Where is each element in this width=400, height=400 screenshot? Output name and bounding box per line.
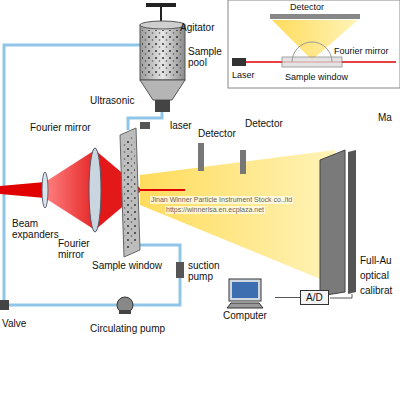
part-label: laser — [170, 120, 192, 131]
inset-panel — [228, 0, 400, 88]
sample-window — [122, 134, 137, 251]
sample-pool — [140, 25, 185, 80]
beam — [0, 182, 45, 198]
part-label: Laser — [232, 70, 255, 80]
beam-expander — [42, 172, 48, 208]
part-label: Ma — [378, 112, 392, 123]
calibrator — [348, 150, 356, 294]
beam — [45, 150, 95, 230]
inset-panel — [282, 57, 342, 67]
agitator — [146, 3, 176, 7]
sample-pool — [140, 80, 185, 100]
sample-pool — [140, 21, 185, 29]
part-label: Circulating pump — [90, 323, 165, 334]
part-label: Sample pool — [188, 46, 228, 68]
sample-pool — [142, 30, 183, 78]
part-label: Detector — [198, 128, 236, 139]
part-label: Sample window — [285, 72, 348, 82]
computer-icon — [223, 278, 267, 310]
valve — [0, 300, 9, 310]
part-label: Valve — [2, 318, 26, 329]
part-label: https://winnerlsa.en.ecplaza.net — [165, 206, 265, 214]
pipes — [128, 112, 162, 130]
part-label: Fourier mirror — [334, 46, 389, 56]
sample-window — [120, 128, 140, 257]
part-label: Detector — [290, 2, 324, 12]
part-label: Fourier mirror — [30, 122, 91, 133]
part-label: Detector — [245, 118, 283, 129]
signal-cable — [275, 297, 300, 298]
inset-panel — [292, 42, 332, 62]
beam — [0, 150, 335, 285]
part-label: Beam expanders — [12, 218, 57, 240]
part-label: suction pump — [188, 260, 228, 282]
inset-panel — [232, 58, 246, 66]
main-detector — [320, 150, 345, 296]
part-label: optical — [360, 270, 389, 281]
suction-pump — [176, 262, 184, 278]
pipes — [138, 245, 180, 262]
inset-panel — [228, 0, 400, 88]
pipes — [133, 278, 180, 305]
converter-box: A/D — [300, 290, 329, 305]
part-label: calibrat — [360, 285, 392, 296]
keyboard — [227, 303, 263, 308]
part-label: Fourier mirror — [58, 238, 98, 260]
beam — [140, 189, 185, 191]
part-label: Full-Au — [360, 255, 392, 266]
sample-window — [120, 128, 140, 257]
detector — [198, 143, 204, 171]
part-label: Sample window — [92, 260, 162, 271]
ultrasonic-probe — [155, 100, 170, 112]
part-label: Jinan Winner Particle Instrument Stock c… — [150, 196, 293, 204]
circulating-pump — [117, 297, 133, 314]
part-label: Agitator — [180, 22, 214, 33]
node-label: Computer — [215, 310, 275, 321]
circulating-pump — [119, 310, 131, 314]
beam — [140, 150, 335, 285]
signal-wire — [330, 294, 352, 298]
screen — [232, 282, 258, 298]
part-label: Ultrasonic — [90, 95, 134, 106]
computer-icon: Computer — [215, 278, 275, 321]
sample-pool — [140, 21, 185, 100]
detector — [240, 150, 246, 174]
pipes — [9, 304, 117, 307]
monitor — [229, 279, 261, 301]
fourier-lens — [89, 148, 101, 232]
inset-panel — [270, 14, 360, 19]
laser-device — [140, 122, 150, 129]
node-label: A/D — [306, 292, 323, 303]
circulating-pump — [117, 297, 133, 313]
